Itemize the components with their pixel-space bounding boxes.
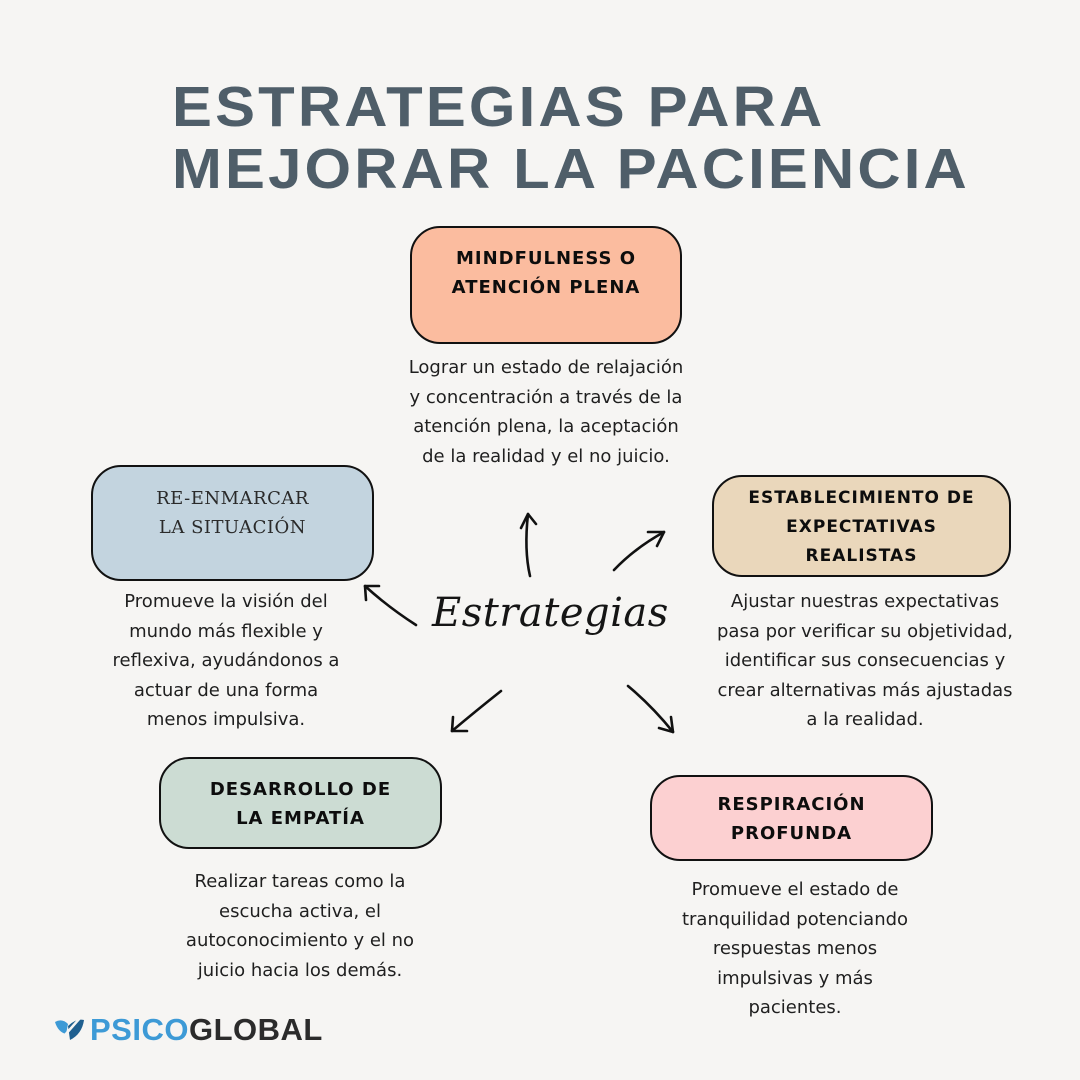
desc-line: escucha activa, el — [219, 900, 381, 922]
desc-line: actuar de una forma — [133, 679, 319, 701]
node-title-line: DESARROLLO DE — [209, 779, 392, 800]
title-line: MEJORAR LA PACIENCIA — [172, 137, 970, 201]
node-title-line: RESPIRACIÓN — [717, 794, 866, 815]
desc-line: Lograr un estado de relajación — [408, 357, 684, 378]
desc-line: identificar sus consecuencias y — [724, 650, 1006, 671]
node-expectativas: ESTABLECIMIENTO DE EXPECTATIVAS REALISTA… — [712, 475, 1011, 577]
desc-line: Promueve la visión del — [124, 591, 328, 612]
logo-text-psico: PSICO — [90, 1012, 189, 1047]
node-title-line: ATENCIÓN PLENA — [451, 277, 641, 298]
node-title-line: REALISTAS — [805, 546, 918, 566]
desc-line: reflexiva, ayudándonos a — [112, 650, 340, 671]
node-description-empatia: Realizar tareas como la escucha activa, … — [150, 867, 450, 985]
desc-line: respuestas menos — [712, 938, 878, 959]
desc-line: menos impulsiva. — [146, 709, 306, 730]
node-empatia: DESARROLLO DE LA EMPATÍA — [159, 757, 442, 849]
desc-line: a la realidad. — [806, 709, 924, 730]
desc-line: crear alternativas más ajustadas — [717, 679, 1013, 701]
arrow-down-right-icon — [626, 684, 675, 734]
desc-line: Realizar tareas como la — [194, 871, 406, 892]
node-description-reenmarcar: Promueve la visión del mundo más flexibl… — [76, 587, 376, 735]
logo-text-global: GLOBAL — [188, 1012, 323, 1047]
desc-line: pasa por verificar su objetividad, — [717, 620, 1013, 642]
page-title: ESTRATEGIAS PARA MEJORAR LA PACIENCIA — [172, 76, 970, 200]
arrow-down-left-icon — [450, 689, 503, 733]
node-title-line: LA SITUACIÓN — [158, 517, 307, 538]
node-title-line: ESTABLECIMIENTO DE — [748, 488, 975, 508]
node-respiracion: RESPIRACIÓN PROFUNDA — [650, 775, 933, 861]
node-title-line: RE-ENMARCAR — [156, 488, 309, 509]
node-title-line: LA EMPATÍA — [236, 808, 365, 829]
desc-line: Ajustar nuestras expectativas — [730, 591, 1000, 612]
desc-line: de la realidad y el no juicio. — [422, 445, 670, 467]
desc-line: autoconocimiento y el no — [185, 930, 415, 951]
desc-line: y concentración a través de la — [409, 386, 683, 408]
node-description-mindfulness: Lograr un estado de relajación y concent… — [380, 353, 712, 471]
desc-line: tranquilidad potenciando — [681, 908, 909, 930]
node-title-line: EXPECTATIVAS — [786, 517, 937, 537]
node-title-line: MINDFULNESS O — [455, 248, 637, 269]
brand-logo: PSICO GLOBAL — [52, 1012, 323, 1048]
center-label: Estrategias — [432, 590, 669, 636]
desc-line: mundo más flexible y — [129, 620, 323, 642]
node-description-respiracion: Promueve el estado de tranquilidad poten… — [640, 875, 950, 1023]
node-reenmarcar: RE-ENMARCAR LA SITUACIÓN — [91, 465, 374, 581]
arrow-up-left-icon — [363, 584, 418, 627]
node-title-line: PROFUNDA — [730, 823, 853, 844]
arrow-up-right-icon — [612, 530, 666, 572]
leaf-icon — [55, 1017, 84, 1045]
desc-line: impulsivas y más — [717, 967, 873, 989]
title-line: ESTRATEGIAS PARA — [172, 75, 826, 139]
node-description-expectativas: Ajustar nuestras expectativas pasa por v… — [690, 587, 1040, 735]
node-mindfulness: MINDFULNESS O ATENCIÓN PLENA — [410, 226, 682, 344]
desc-line: juicio hacia los demás. — [197, 959, 403, 981]
desc-line: Promueve el estado de — [691, 879, 899, 900]
desc-line: atención plena, la aceptación — [413, 416, 679, 437]
desc-line: pacientes. — [748, 997, 842, 1018]
arrow-up-icon — [519, 512, 538, 578]
